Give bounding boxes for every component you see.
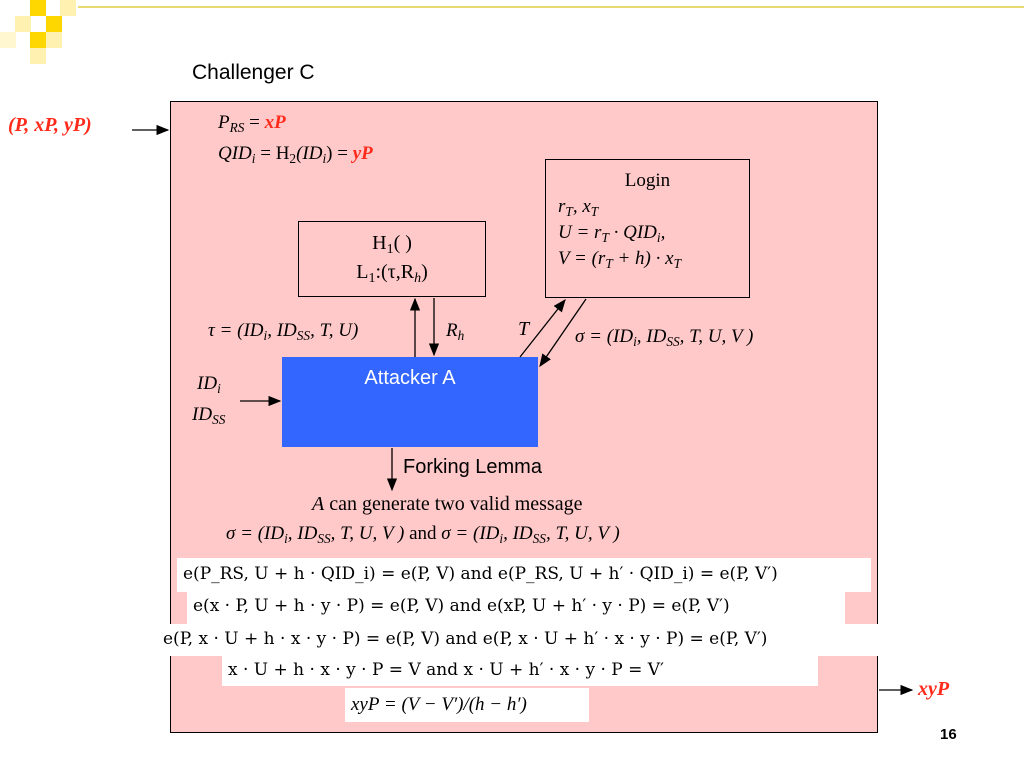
t-label: T	[518, 318, 530, 340]
h1-label: H1( )	[372, 232, 412, 258]
login-line-2: U = rT · QIDi,	[558, 222, 666, 245]
page-number: 16	[940, 726, 957, 743]
output-label: xyP	[918, 678, 950, 700]
deco-square	[0, 32, 16, 48]
attacker-label: Attacker A	[364, 367, 456, 389]
tau-query: τ = (IDi, IDSS, T, U)	[208, 320, 359, 343]
sigma-query: σ = (IDi, IDSS, T, U, V )	[575, 326, 754, 349]
rh-label: Rh	[446, 320, 465, 343]
login-oracle-box: Login rT, xT U = rT · QIDi, V = (rT + h)…	[545, 159, 750, 298]
idss-input-label: IDSS	[192, 404, 226, 427]
equation-row: e(P_RS, U + h · QID_i) = e(P, V) and e(P…	[177, 558, 871, 592]
h1-oracle-box: H1( ) L1:(τ,Rh)	[298, 221, 486, 297]
result-formula: xyP = (V − V′)/(h − h′)	[345, 688, 589, 722]
login-line-3: V = (rT + h) · xT	[558, 248, 681, 271]
login-line-1: rT, xT	[558, 196, 599, 219]
equation-row: x · U + h · x · y · P = V and x · U + h′…	[222, 656, 818, 686]
deco-square	[46, 16, 62, 32]
input-params: (P, xP, yP)	[8, 114, 92, 136]
arrow-t-up	[519, 298, 566, 358]
equation-row: e(P, x · U + h · x · y · P) = e(P, V) an…	[157, 624, 887, 656]
equation-row: e(x · P, U + h · y · P) = e(P, V) and e(…	[187, 592, 845, 624]
deco-square	[15, 16, 31, 32]
attacker-box: Attacker A	[282, 357, 538, 447]
qid-line: QIDi = H2(IDi) = yP	[218, 143, 373, 166]
deco-square	[46, 32, 62, 48]
prs-line: PRS = xP	[218, 112, 286, 135]
l1-label: L1:(τ,Rh)	[356, 261, 428, 287]
arrow-sigma-down	[539, 298, 587, 368]
deco-top-bar	[78, 6, 1024, 8]
page-title: Challenger C	[192, 61, 315, 84]
login-title: Login	[624, 170, 671, 191]
sigma-pair-line: σ = (IDi, IDSS, T, U, V ) and σ = (IDi, …	[226, 523, 620, 546]
id-input-label: IDi	[197, 373, 221, 396]
deco-square	[30, 48, 46, 64]
deco-square	[30, 0, 46, 16]
deco-square	[30, 32, 46, 48]
forking-lemma-label: Forking Lemma	[403, 456, 542, 478]
generate-line: A can generate two valid message	[312, 493, 583, 515]
deco-square	[60, 0, 76, 16]
